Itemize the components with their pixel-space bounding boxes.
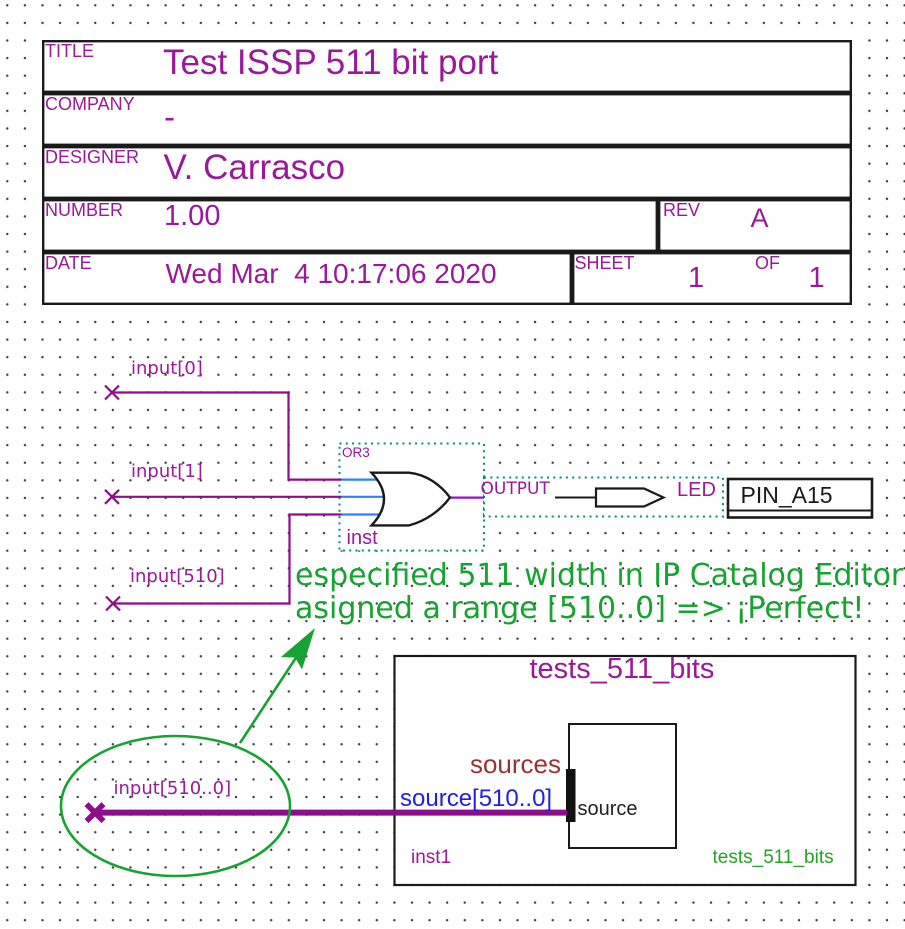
annotation-arrow[interactable] — [238, 628, 315, 744]
company-label: COMPANY — [45, 94, 135, 114]
date-cell[interactable] — [42, 251, 572, 305]
date-label: DATE — [45, 253, 92, 273]
pin-x-input510[interactable] — [105, 595, 121, 612]
gate-input-stubs — [341, 478, 385, 516]
designer-label: DESIGNER — [45, 147, 140, 167]
sheet-cell[interactable] — [572, 251, 853, 305]
designer-value[interactable]: V. Carrasco — [163, 147, 346, 187]
rev-cell[interactable] — [658, 198, 853, 252]
number-label: NUMBER — [45, 200, 124, 220]
title-cell[interactable] — [42, 40, 852, 93]
block-port-group-label: sources — [469, 748, 561, 779]
output-pin-name[interactable]: LED — [677, 479, 716, 502]
of-label: OF — [755, 253, 780, 273]
output-pin-type-label: OUTPUT — [480, 478, 550, 499]
wire-input510[interactable] — [113, 513, 342, 605]
block-type-label: tests_511_bits — [712, 846, 834, 868]
of-value[interactable]: 1 — [808, 262, 825, 295]
company-cell[interactable] — [42, 92, 852, 146]
number-value[interactable]: 1.00 — [164, 200, 221, 232]
annotation-ellipse[interactable] — [59, 734, 292, 878]
block-instance-label[interactable]: inst1 — [411, 846, 452, 868]
sheet-value[interactable]: 1 — [688, 262, 705, 295]
annotation-text[interactable]: especified 511 width in IP Catalog Edito… — [295, 559, 903, 625]
output-pin-flag[interactable] — [594, 487, 667, 508]
title-label: TITLE — [45, 41, 95, 61]
input-pin-markers — [104, 384, 121, 612]
gate-type-label: OR3 — [342, 445, 370, 461]
pin-x-input0[interactable] — [104, 384, 120, 401]
gate-instance-label[interactable]: inst — [346, 527, 378, 550]
pin-x-bus[interactable] — [84, 802, 106, 824]
block-port-label[interactable]: source[510..0] — [400, 784, 553, 812]
number-cell[interactable] — [42, 198, 658, 252]
block-port-bar — [566, 769, 576, 822]
pin-location-text[interactable]: PIN_A15 — [740, 482, 833, 509]
or-gate[interactable] — [368, 471, 452, 527]
rev-value[interactable]: A — [750, 203, 769, 234]
company-value[interactable]: - — [164, 97, 175, 135]
block-title[interactable]: tests_511_bits — [529, 652, 715, 685]
block-port-inner-label: source — [577, 797, 638, 820]
sheet-label: SHEET — [574, 253, 635, 273]
input0-pin-label[interactable]: input[0] — [131, 358, 203, 380]
annotation-line1: especified 511 width in IP Catalog Edito… — [295, 558, 904, 594]
pin-x-input1[interactable] — [104, 489, 120, 505]
rev-label: REV — [663, 200, 701, 220]
block-port-symbol[interactable] — [568, 723, 677, 849]
title-value[interactable]: Test ISSP 511 bit port — [163, 42, 499, 82]
wire-input0[interactable] — [112, 391, 342, 481]
date-value[interactable]: Wed Mar 4 10:17:06 2020 — [165, 257, 497, 289]
pin-location-box[interactable] — [726, 477, 874, 519]
designer-cell[interactable] — [42, 145, 852, 199]
input510-pin-label[interactable]: input[510] — [130, 566, 225, 588]
title-block[interactable] — [41, 38, 853, 307]
bus-pin-label[interactable]: input[510..0] — [113, 777, 232, 799]
input1-pin-label[interactable]: input[1] — [131, 461, 203, 483]
annotation-line2: asigned a range [510..0] => ¡Perfect! — [295, 591, 865, 627]
wires[interactable] — [112, 391, 484, 605]
